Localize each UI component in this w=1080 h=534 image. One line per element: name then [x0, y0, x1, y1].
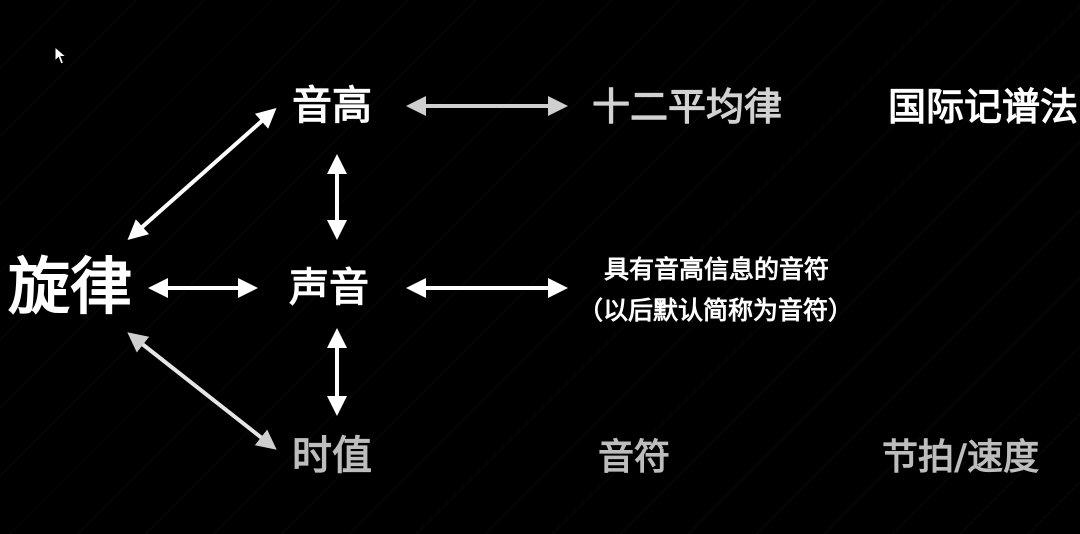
node-sound: 声音 [289, 265, 369, 311]
node-intl-notation: 国际记谱法 [888, 85, 1079, 129]
node-pitched-note-line1: 具有音高信息的音符 [604, 255, 830, 284]
arrow-melody-duration [127, 332, 277, 450]
node-duration: 时值 [292, 433, 372, 479]
node-pitched-note-line2: （以后默认简称为音符） [578, 296, 854, 325]
node-twelve-tet: 十二平均律 [592, 85, 783, 129]
arrow-melody-pitch [127, 108, 277, 240]
node-note: 音符 [598, 437, 671, 478]
mouse-pointer-icon [54, 46, 68, 65]
node-melody: 旋律 [8, 250, 133, 323]
node-pitch: 音高 [292, 83, 372, 129]
node-beat-tempo: 节拍/速度 [882, 437, 1040, 478]
